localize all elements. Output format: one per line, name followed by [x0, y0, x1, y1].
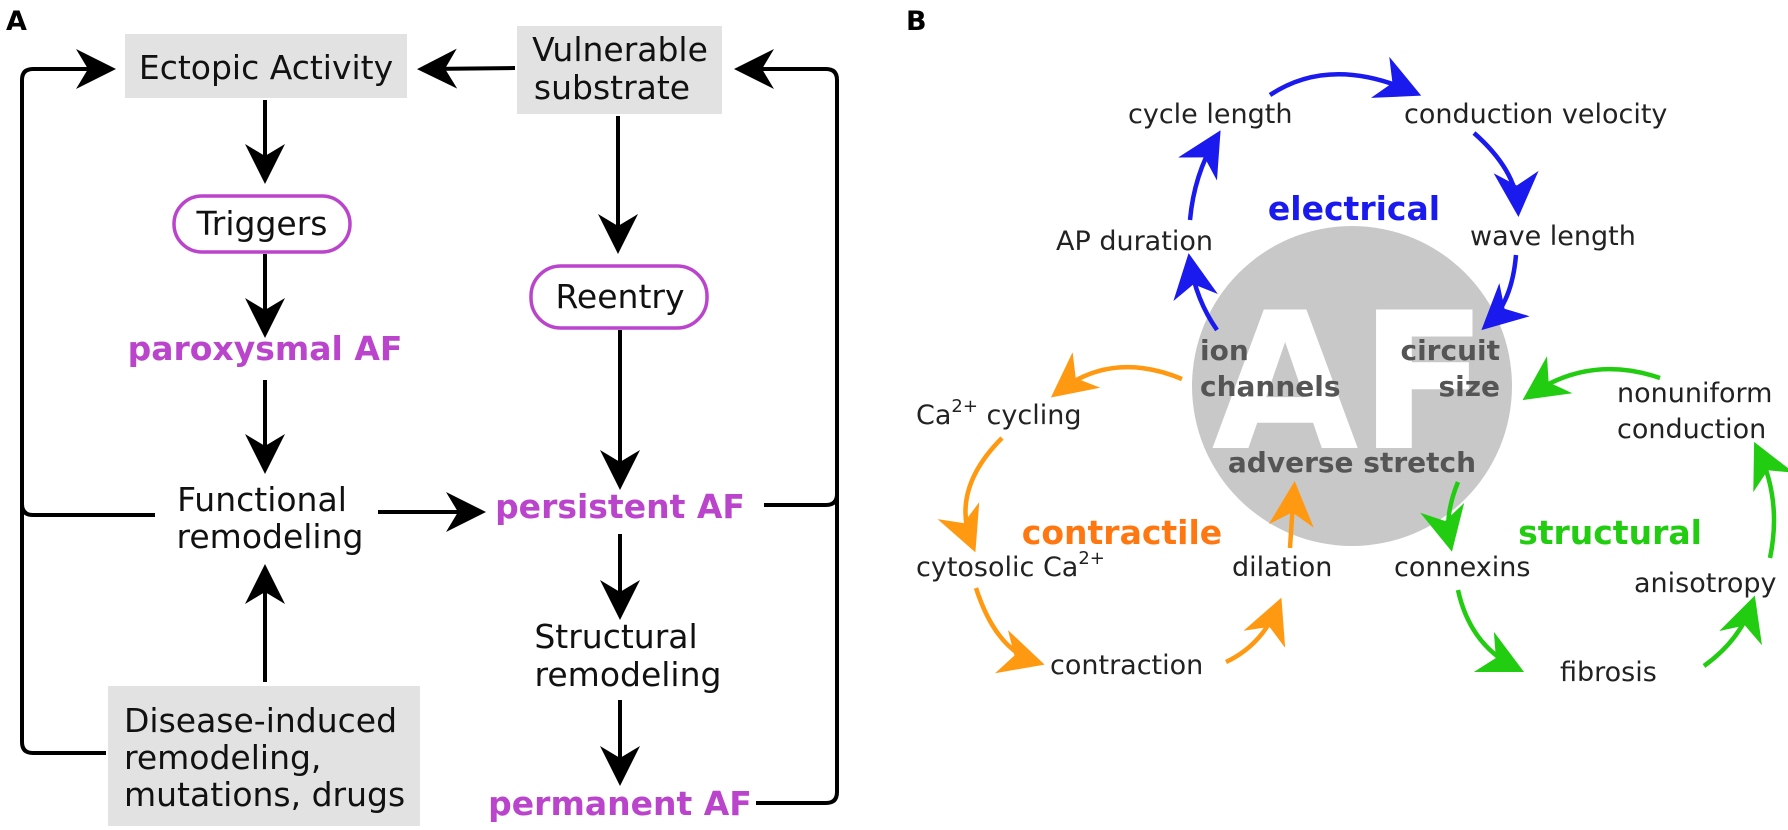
ion-channels-line2: channels — [1200, 370, 1341, 403]
anisotropy-label: anisotropy — [1634, 568, 1776, 599]
circuit-size-line1: circuit — [1400, 334, 1500, 367]
contraction-label: contraction — [1050, 650, 1203, 681]
structural-remodeling-line1: Structural — [534, 617, 697, 656]
wave-length-label: wave length — [1470, 221, 1636, 252]
panel-a: A Ectopic Activity Vulnerable substrate … — [6, 6, 839, 826]
ion-channels-line1: ion — [1200, 334, 1249, 367]
panel-a-arrows — [20, 48, 839, 805]
arrow-substrate-to-ectopic — [417, 48, 516, 89]
arrow-fibrosis-to-anisotropy — [1702, 595, 1762, 668]
loop-persistent-to-right-line — [764, 493, 839, 507]
arrow-ion-to-cacycling — [1050, 352, 1183, 398]
af-center-circle — [1192, 226, 1512, 546]
electrical-arrows — [1173, 56, 1539, 332]
disease-induced-box — [108, 686, 420, 826]
arrow-dilation-to-stretch — [1268, 481, 1314, 549]
arrow-conduction-to-wavelength — [1472, 131, 1539, 217]
triggers-oval — [172, 194, 352, 254]
vulnerable-substrate-line1: Vulnerable — [532, 30, 708, 69]
permanent-af-label: permanent AF — [488, 784, 752, 823]
arrow-ion-to-ap — [1173, 253, 1219, 332]
contractile-category-label: contractile — [1022, 513, 1222, 552]
structural-arrows — [1420, 356, 1788, 673]
structural-remodeling-line2: remodeling — [535, 655, 722, 694]
functional-remodeling-line2: remodeling — [177, 517, 364, 556]
disease-induced-line2: remodeling, — [124, 738, 321, 777]
disease-induced-line1: Disease-induced — [124, 701, 397, 740]
arrow-cytosolic-to-contraction — [973, 587, 1045, 674]
nonuniform-conduction-line2: conduction — [1617, 414, 1766, 445]
panel-b: B AF ion channels circuit size adverse s… — [906, 6, 1788, 688]
arrow-anisotropy-to-nonuniform — [1753, 441, 1788, 559]
electrical-category-label: electrical — [1268, 189, 1440, 228]
arrow-cycle-to-conduction — [1268, 56, 1422, 98]
functional-remodeling-line1: Functional — [177, 480, 347, 519]
cytosolic-ca-label: cytosolic Ca2+ — [916, 548, 1105, 583]
loop-permanent-to-substrate — [734, 49, 839, 805]
ectopic-activity-label: Ectopic Activity — [139, 48, 393, 87]
arrow-contraction-to-dilation — [1225, 597, 1286, 665]
fibrosis-label: fibrosis — [1560, 657, 1657, 688]
reentry-oval — [529, 264, 709, 330]
ca-cycling-label: Ca2+ cycling — [916, 396, 1081, 431]
dilation-label: dilation — [1232, 552, 1332, 583]
nonuniform-conduction-line1: nonuniform — [1617, 378, 1772, 409]
adverse-stretch-label: adverse stretch — [1228, 446, 1476, 479]
ectopic-activity-box — [125, 34, 407, 98]
af-center-big-label: AF — [1212, 272, 1489, 493]
arrow-nonuniform-to-circuit — [1522, 356, 1661, 401]
conduction-velocity-label: conduction velocity — [1404, 99, 1667, 130]
triggers-label: Triggers — [195, 204, 327, 243]
disease-induced-line3: mutations, drugs — [124, 775, 405, 814]
loop-functional-to-ectopic — [20, 49, 155, 517]
reentry-label: Reentry — [555, 277, 684, 316]
panel-b-letter: B — [906, 6, 927, 37]
arrow-wavelength-to-circuit — [1481, 254, 1530, 331]
vulnerable-substrate-box — [517, 26, 722, 114]
persistent-af-label: persistent AF — [495, 487, 745, 526]
cycle-length-label: cycle length — [1128, 99, 1292, 130]
structural-category-label: structural — [1518, 513, 1702, 552]
contractile-arrows — [937, 352, 1314, 674]
vulnerable-substrate-line2: substrate — [534, 68, 690, 107]
arrow-stretch-to-connexins — [1420, 481, 1465, 552]
paroxysmal-af-label: paroxysmal AF — [128, 329, 403, 368]
arrow-ap-to-cycle — [1178, 130, 1221, 221]
ap-duration-label: AP duration — [1056, 226, 1213, 257]
circuit-size-line2: size — [1438, 370, 1500, 403]
loop-disease-to-left-line — [20, 504, 106, 755]
panel-a-letter: A — [6, 6, 27, 37]
arrow-cacycling-to-cytosolic — [937, 436, 1004, 553]
connexins-label: connexins — [1394, 552, 1530, 583]
arrow-connexins-to-fibrosis — [1455, 589, 1525, 673]
